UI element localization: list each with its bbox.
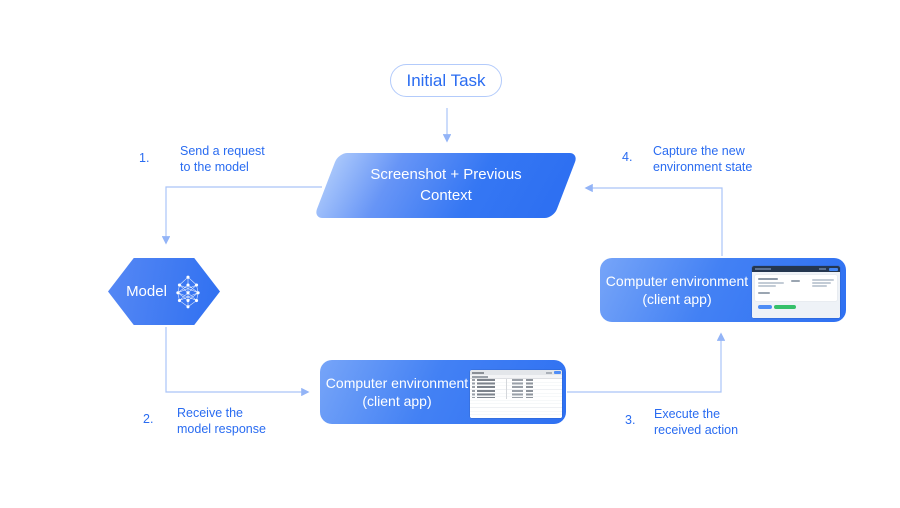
connector-context-to-model — [161, 186, 322, 245]
connector-model-to-env — [165, 327, 310, 397]
thumb-nav-button — [829, 267, 838, 271]
thumb-titlebar-accent — [554, 371, 561, 374]
thumb-text-line — [758, 285, 776, 287]
thumb-table-divider — [506, 379, 507, 399]
thumb-window-controls — [546, 371, 552, 374]
thumb-blue-button — [758, 305, 772, 309]
thumb-text-line — [758, 278, 778, 280]
thumb-green-button — [774, 305, 796, 309]
model-label: Model — [126, 283, 167, 300]
connector-env-to-context — [584, 183, 723, 256]
thumb-table-col1 — [472, 379, 475, 398]
thumb-page-body — [752, 272, 840, 318]
env-node-right: Computer environment (client app) — [600, 258, 846, 322]
thumb-table-col3 — [512, 379, 523, 398]
connector-env-to-env — [567, 332, 726, 393]
step-2-label: Receive the model response — [177, 406, 266, 436]
thumb-text-line — [791, 280, 800, 282]
env-screenshot-thumbnail-table-app — [470, 370, 562, 418]
step-3-label: Execute the received action — [654, 407, 739, 437]
env-screenshot-thumbnail-web-app — [752, 266, 840, 318]
thumb-text-line — [758, 292, 770, 294]
step-1-number: 1. — [139, 151, 150, 165]
thumb-nav-menu — [819, 268, 826, 270]
thumb-navbar — [752, 266, 840, 272]
step-3-number: 3. — [625, 413, 636, 427]
step-1-label: Send a request to the model — [180, 144, 265, 174]
step-4-label: Capture the new environment state — [653, 144, 753, 174]
initial-task-label: Initial Task — [406, 70, 486, 90]
thumb-toolbar-dash — [472, 376, 488, 378]
thumb-table-area — [470, 379, 562, 418]
screenshot-context-label: Screenshot + Previous Context — [370, 166, 522, 204]
thumb-menu-dash — [472, 371, 484, 374]
env-right-label: Computer environment (client app) — [605, 272, 749, 307]
initial-task-node: Initial Task — [390, 64, 502, 97]
screenshot-context-node: Screenshot + Previous Context — [313, 153, 579, 218]
thumb-table-col4 — [526, 379, 533, 398]
thumb-text-line — [758, 282, 784, 284]
model-node: Model — [108, 258, 220, 325]
env-node-bottom: Computer environment (client app) — [320, 360, 566, 424]
thumb-text-line — [812, 282, 831, 284]
thumb-text-line — [812, 285, 827, 287]
thumb-toolbar — [470, 375, 562, 379]
thumb-content-card — [755, 275, 837, 301]
thumb-text-line — [812, 279, 834, 281]
step-4-number: 4. — [622, 150, 633, 164]
thumb-nav-item — [755, 268, 771, 270]
step-2-number: 2. — [143, 412, 154, 426]
neural-network-icon — [176, 275, 200, 308]
thumb-table-col2 — [477, 379, 495, 398]
env-bottom-label: Computer environment (client app) — [325, 374, 469, 409]
thumb-titlebar — [470, 370, 562, 375]
